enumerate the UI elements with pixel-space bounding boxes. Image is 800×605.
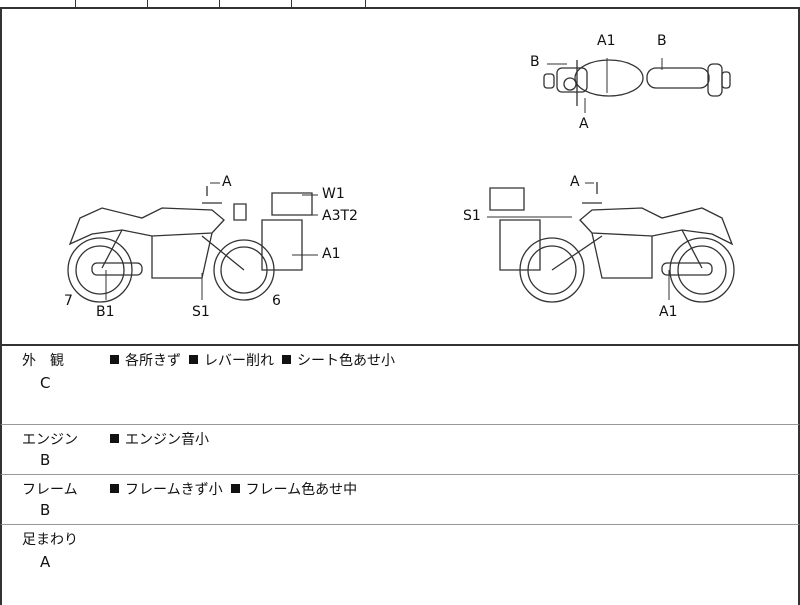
right-label: A <box>570 174 580 190</box>
left-label: 6 <box>272 293 281 309</box>
left-label: A1 <box>322 246 341 262</box>
top-label: B <box>657 33 667 49</box>
top-label: A <box>579 116 589 132</box>
condition-name: フレーム <box>22 482 78 498</box>
left-label: 7 <box>64 293 73 309</box>
left-label: S1 <box>192 304 210 320</box>
condition-grade: B <box>40 501 51 519</box>
condition-name: 足まわり <box>22 532 78 548</box>
left-label: A3T2 <box>322 208 358 224</box>
left-label: W1 <box>322 186 345 202</box>
note-item: フレームきず小 <box>110 479 223 499</box>
left-label: B1 <box>96 304 115 320</box>
note-item: 各所きず <box>110 350 181 370</box>
condition-row-engine: エンジン B エンジン音小 <box>0 425 800 475</box>
top-label: A1 <box>597 33 616 49</box>
condition-row-suspension: 足まわり A <box>0 525 800 605</box>
right-label: A1 <box>659 304 678 320</box>
note-item: シート色あせ小 <box>282 350 395 370</box>
condition-row-exterior: 外 観 C 各所きず レバー削れ シート色あせ小 <box>0 346 800 425</box>
header-row-cut <box>0 0 800 9</box>
condition-name: エンジン <box>22 432 78 448</box>
condition-name: 外 観 <box>22 353 64 369</box>
condition-grade: C <box>40 374 51 392</box>
condition-grade: B <box>40 451 51 469</box>
top-label: B <box>530 54 540 70</box>
motorcycle-top-view-icon <box>543 59 731 106</box>
right-label: S1 <box>463 208 481 224</box>
motorcycle-left-view-icon <box>67 186 313 303</box>
note-item: フレーム色あせ中 <box>230 479 357 499</box>
damage-diagram: B A1 B A A W1 A3T2 A1 7 B1 S1 6 A S1 A1 <box>0 8 800 346</box>
condition-grade: A <box>40 553 51 571</box>
condition-row-frame: フレーム B フレームきず小 フレーム色あせ中 <box>0 475 800 525</box>
note-item: エンジン音小 <box>110 429 209 449</box>
motorcycle-right-view-icon <box>489 182 735 303</box>
left-label: A <box>222 174 232 190</box>
note-item: レバー削れ <box>189 350 274 370</box>
